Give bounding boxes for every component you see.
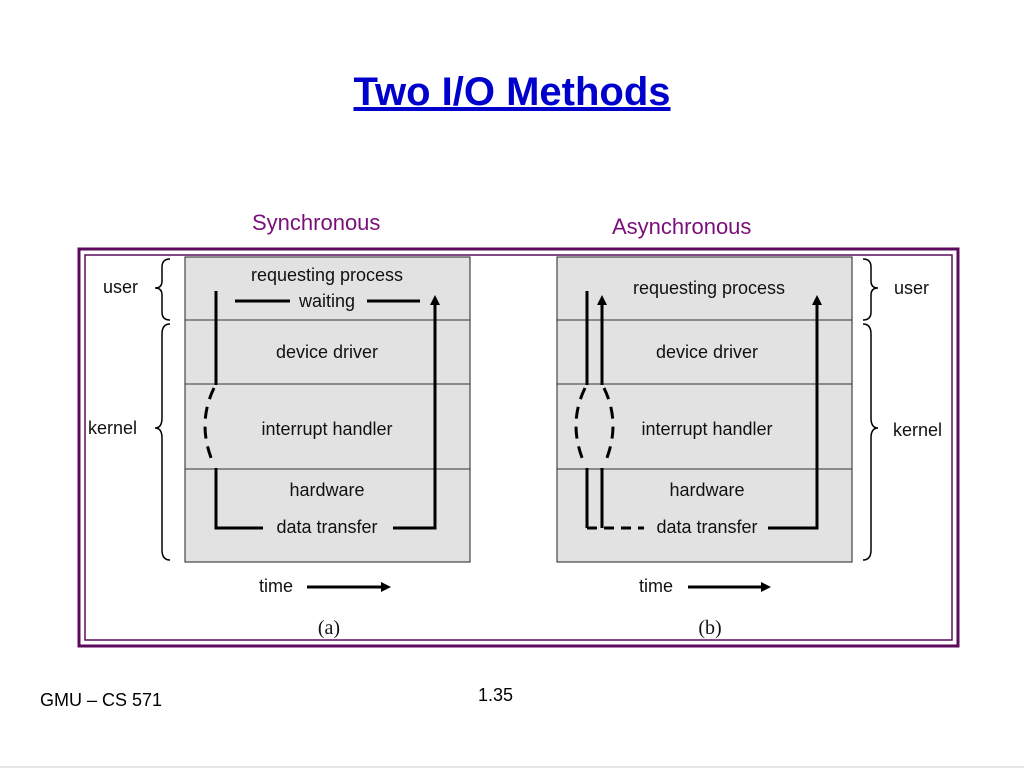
async-kernel-label: kernel — [893, 420, 942, 440]
async-kernel-brace — [862, 323, 879, 561]
sync-time-label: time — [259, 576, 293, 596]
sync-return-arrow — [393, 295, 440, 530]
sync-caption: (a) — [318, 617, 340, 639]
async-caption: (b) — [698, 617, 721, 639]
inner-frame — [84, 254, 953, 641]
sync-panel-box — [184, 256, 471, 563]
async-panel-box — [556, 256, 853, 563]
sync-hardware-label: hardware — [289, 480, 364, 500]
async-driver-label: device driver — [656, 342, 758, 362]
sync-transfer-label: data transfer — [276, 517, 377, 537]
async-user-brace — [862, 258, 879, 321]
sync-user-brace — [154, 258, 171, 321]
synchronous-heading: Synchronous — [252, 210, 381, 235]
async-return-arrow — [768, 295, 822, 530]
async-time-label: time — [639, 576, 673, 596]
async-handler-label: interrupt handler — [641, 419, 772, 439]
async-requesting-label: requesting process — [633, 278, 785, 298]
panel-asynchronous: requesting process device driver interru… — [556, 256, 942, 639]
bottom-divider — [0, 766, 1024, 768]
sync-waiting-label: waiting — [298, 291, 355, 311]
slide-title: Two I/O Methods — [353, 70, 671, 114]
panel-synchronous: requesting process waiting device driver… — [88, 256, 471, 639]
slide-number: 1.35 — [478, 685, 514, 705]
sync-requesting-label: requesting process — [251, 265, 403, 285]
sync-transfer-left — [214, 468, 263, 530]
async-interrupt-dashed-right — [602, 387, 615, 466]
sync-kernel-label: kernel — [88, 418, 137, 438]
async-transfer-label: data transfer — [656, 517, 757, 537]
sync-handler-label: interrupt handler — [261, 419, 392, 439]
sync-driver-label: device driver — [276, 342, 378, 362]
sync-user-label: user — [103, 277, 138, 297]
asynchronous-heading: Asynchronous — [612, 214, 752, 239]
async-user-label: user — [894, 278, 929, 298]
sync-kernel-brace — [154, 323, 171, 561]
async-interrupt-dashed-left — [574, 387, 587, 466]
footer-course: GMU – CS 571 — [40, 690, 163, 710]
sync-interrupt-dashed — [203, 387, 216, 466]
async-hardware-label: hardware — [669, 480, 744, 500]
